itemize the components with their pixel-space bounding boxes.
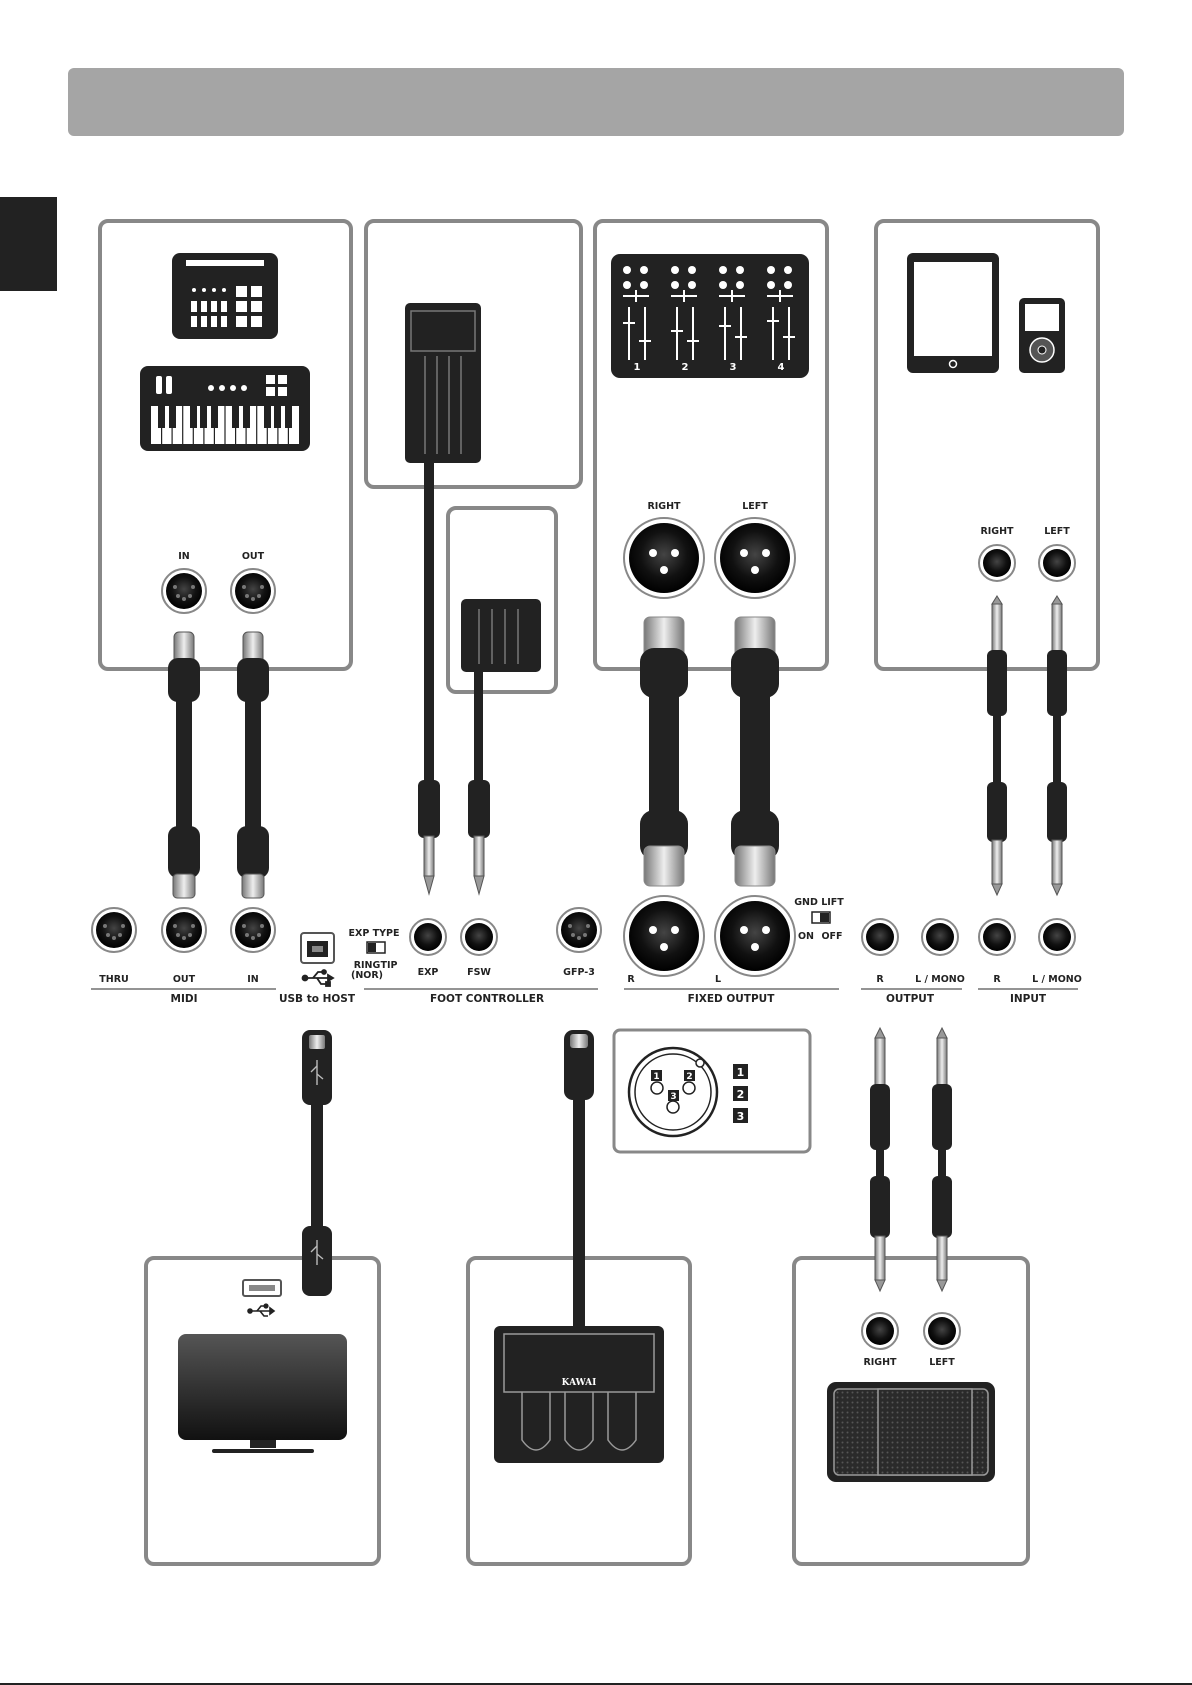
xlr-cable-left: [731, 617, 779, 886]
usb-to-host-label: USB to HOST: [279, 993, 356, 1005]
output-l-mono-label: L / MONO: [915, 974, 965, 985]
output-cable-right: [870, 1028, 890, 1291]
usb-icon: [303, 970, 334, 986]
speaker-right-label: RIGHT: [863, 1357, 897, 1368]
midi-in-label: IN: [247, 974, 259, 985]
xlr-cable-right: [640, 617, 688, 886]
input-l-mono-label: L / MONO: [1032, 974, 1082, 985]
fixed-output-xlr-r[interactable]: [624, 896, 704, 976]
fixed-output-l-label: L: [715, 974, 721, 985]
speaker-left-jack: [924, 1313, 960, 1349]
device-midi-out-label: OUT: [242, 551, 265, 562]
xlr-pin-1-number: 1: [653, 1072, 659, 1082]
gfp3-label: GFP-3: [563, 967, 595, 978]
input-r-label: R: [993, 974, 1001, 985]
side-tab: [0, 197, 57, 291]
mixer-channel-4: 4: [778, 362, 785, 373]
usb-b-port[interactable]: [301, 933, 334, 963]
xlr-key-3-number: 3: [737, 1110, 745, 1123]
gnd-lift-off-label: OFF: [821, 931, 842, 942]
mixer-xlr-left-port: [715, 518, 795, 598]
drum-pad-controller-icon: [172, 253, 278, 339]
fixed-output-group-label: FIXED OUTPUT: [688, 993, 776, 1005]
mixer-channel-1: 1: [634, 362, 641, 373]
gnd-lift-switch[interactable]: [812, 912, 830, 923]
midi-in-port[interactable]: [231, 908, 275, 952]
fixed-output-xlr-l[interactable]: [715, 896, 795, 976]
mixer-xlr-right-port: [624, 518, 704, 598]
speaker-left-label: LEFT: [929, 1357, 955, 1368]
computer-monitor-icon: [178, 1334, 347, 1453]
player-left-jack: [1039, 545, 1075, 581]
gfp3-port[interactable]: [557, 908, 601, 952]
mixer-channel-2: 2: [682, 362, 689, 373]
expression-pedal-cable: [418, 463, 440, 894]
fsw-jack[interactable]: [461, 919, 497, 955]
output-r-label: R: [876, 974, 884, 985]
device-midi-in-label: IN: [178, 551, 190, 562]
exp-label: EXP: [418, 967, 439, 978]
midi-thru-label: THRU: [99, 974, 128, 985]
fsw-label: FSW: [467, 967, 491, 978]
usb-cable: [302, 1030, 332, 1296]
midi-keyboard-icon: [140, 366, 310, 451]
exp-jack[interactable]: [410, 919, 446, 955]
xlr-pin-3-number: 3: [670, 1092, 676, 1102]
midi-group-label: MIDI: [171, 993, 198, 1005]
midi-cable-1: [168, 632, 200, 898]
pedal-unit-icon: [494, 1326, 664, 1463]
exp-type-tip-label: TIP: [381, 960, 398, 971]
midi-thru-port[interactable]: [92, 908, 136, 952]
usb-a-port: [243, 1280, 281, 1296]
xlr-key-2-number: 2: [737, 1088, 745, 1101]
midi-cable-2: [237, 632, 269, 898]
foot-controller-group-label: FOOT CONTROLLER: [430, 993, 544, 1005]
output-r-jack[interactable]: [862, 919, 898, 955]
exp-type-switch[interactable]: [367, 942, 385, 953]
speaker-right-jack: [862, 1313, 898, 1349]
player-left-label: LEFT: [1044, 526, 1070, 537]
output-group-label: OUTPUT: [886, 993, 935, 1005]
portable-music-player-icon: [1019, 298, 1065, 373]
mixer-icon: 1 2 3 4: [611, 254, 809, 378]
expression-pedal-icon: [405, 303, 481, 463]
output-cable-left: [932, 1028, 952, 1291]
footswitch-cable: [468, 672, 490, 894]
exp-type-label: EXP TYPE: [349, 928, 400, 939]
gnd-lift-label: GND LIFT: [794, 897, 844, 908]
mixer-left-label: LEFT: [742, 501, 768, 512]
output-l-mono-jack[interactable]: [922, 919, 958, 955]
exp-type-nor-label: (NOR): [351, 970, 383, 981]
player-right-label: RIGHT: [980, 526, 1014, 537]
gnd-lift-on-label: ON: [798, 931, 814, 942]
pedal-unit-brand: KAWAI: [562, 1378, 597, 1388]
fixed-output-r-label: R: [627, 974, 635, 985]
mixer-channel-3: 3: [730, 362, 737, 373]
speaker-icon: [827, 1382, 995, 1482]
input-group-label: INPUT: [1010, 993, 1047, 1005]
xlr-pin-2-number: 2: [686, 1072, 692, 1082]
player-right-jack: [979, 545, 1015, 581]
header-bar: [68, 68, 1124, 136]
midi-out-label: OUT: [173, 974, 196, 985]
footswitch-icon: [461, 599, 541, 672]
mixer-right-label: RIGHT: [647, 501, 681, 512]
device-midi-in-port: [162, 569, 206, 613]
device-midi-out-port: [231, 569, 275, 613]
input-r-jack[interactable]: [979, 919, 1015, 955]
xlr-key-1-number: 1: [737, 1066, 745, 1079]
tablet-icon: [907, 253, 999, 373]
input-l-mono-jack[interactable]: [1039, 919, 1075, 955]
midi-out-port[interactable]: [162, 908, 206, 952]
